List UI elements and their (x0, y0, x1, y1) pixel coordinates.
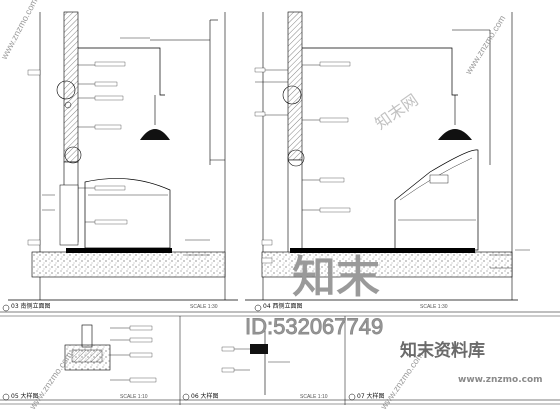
detail-frames (0, 316, 560, 405)
watermark-brand-big: 知末 (292, 253, 380, 302)
detail-b-title: 06 大样图 (191, 393, 219, 400)
title-strip (0, 304, 560, 317)
watermark-site-tr: www.znzmo.com (463, 14, 508, 77)
watermark-site-bl: www.znzmo.com (27, 350, 74, 412)
footer-brand: 知末资料库 (400, 341, 485, 361)
elevation-right-title: 04 西侧立面图 (263, 303, 303, 310)
elevation-right (245, 11, 530, 301)
elevation-left-scale: SCALE 1:30 (190, 304, 218, 310)
detail-a-scale: SCALE 1:10 (120, 394, 148, 400)
detail-a-title: 05 大样图 (11, 393, 39, 400)
watermark-id: ID:532067749 (245, 314, 383, 339)
footer-site: www.znzmo.com (458, 375, 543, 385)
watermark-brand-mid: 知末网 (372, 91, 422, 133)
detail-b-scale: SCALE 1:10 (300, 394, 328, 400)
elevation-right-scale: SCALE 1:30 (420, 304, 448, 310)
watermark-site-tl: www.znzmo.com (0, 0, 39, 62)
elevation-left-title: 03 南侧立面图 (11, 303, 51, 310)
detail-c-title: 07 大样图 (357, 393, 385, 400)
elevation-left (8, 11, 238, 301)
